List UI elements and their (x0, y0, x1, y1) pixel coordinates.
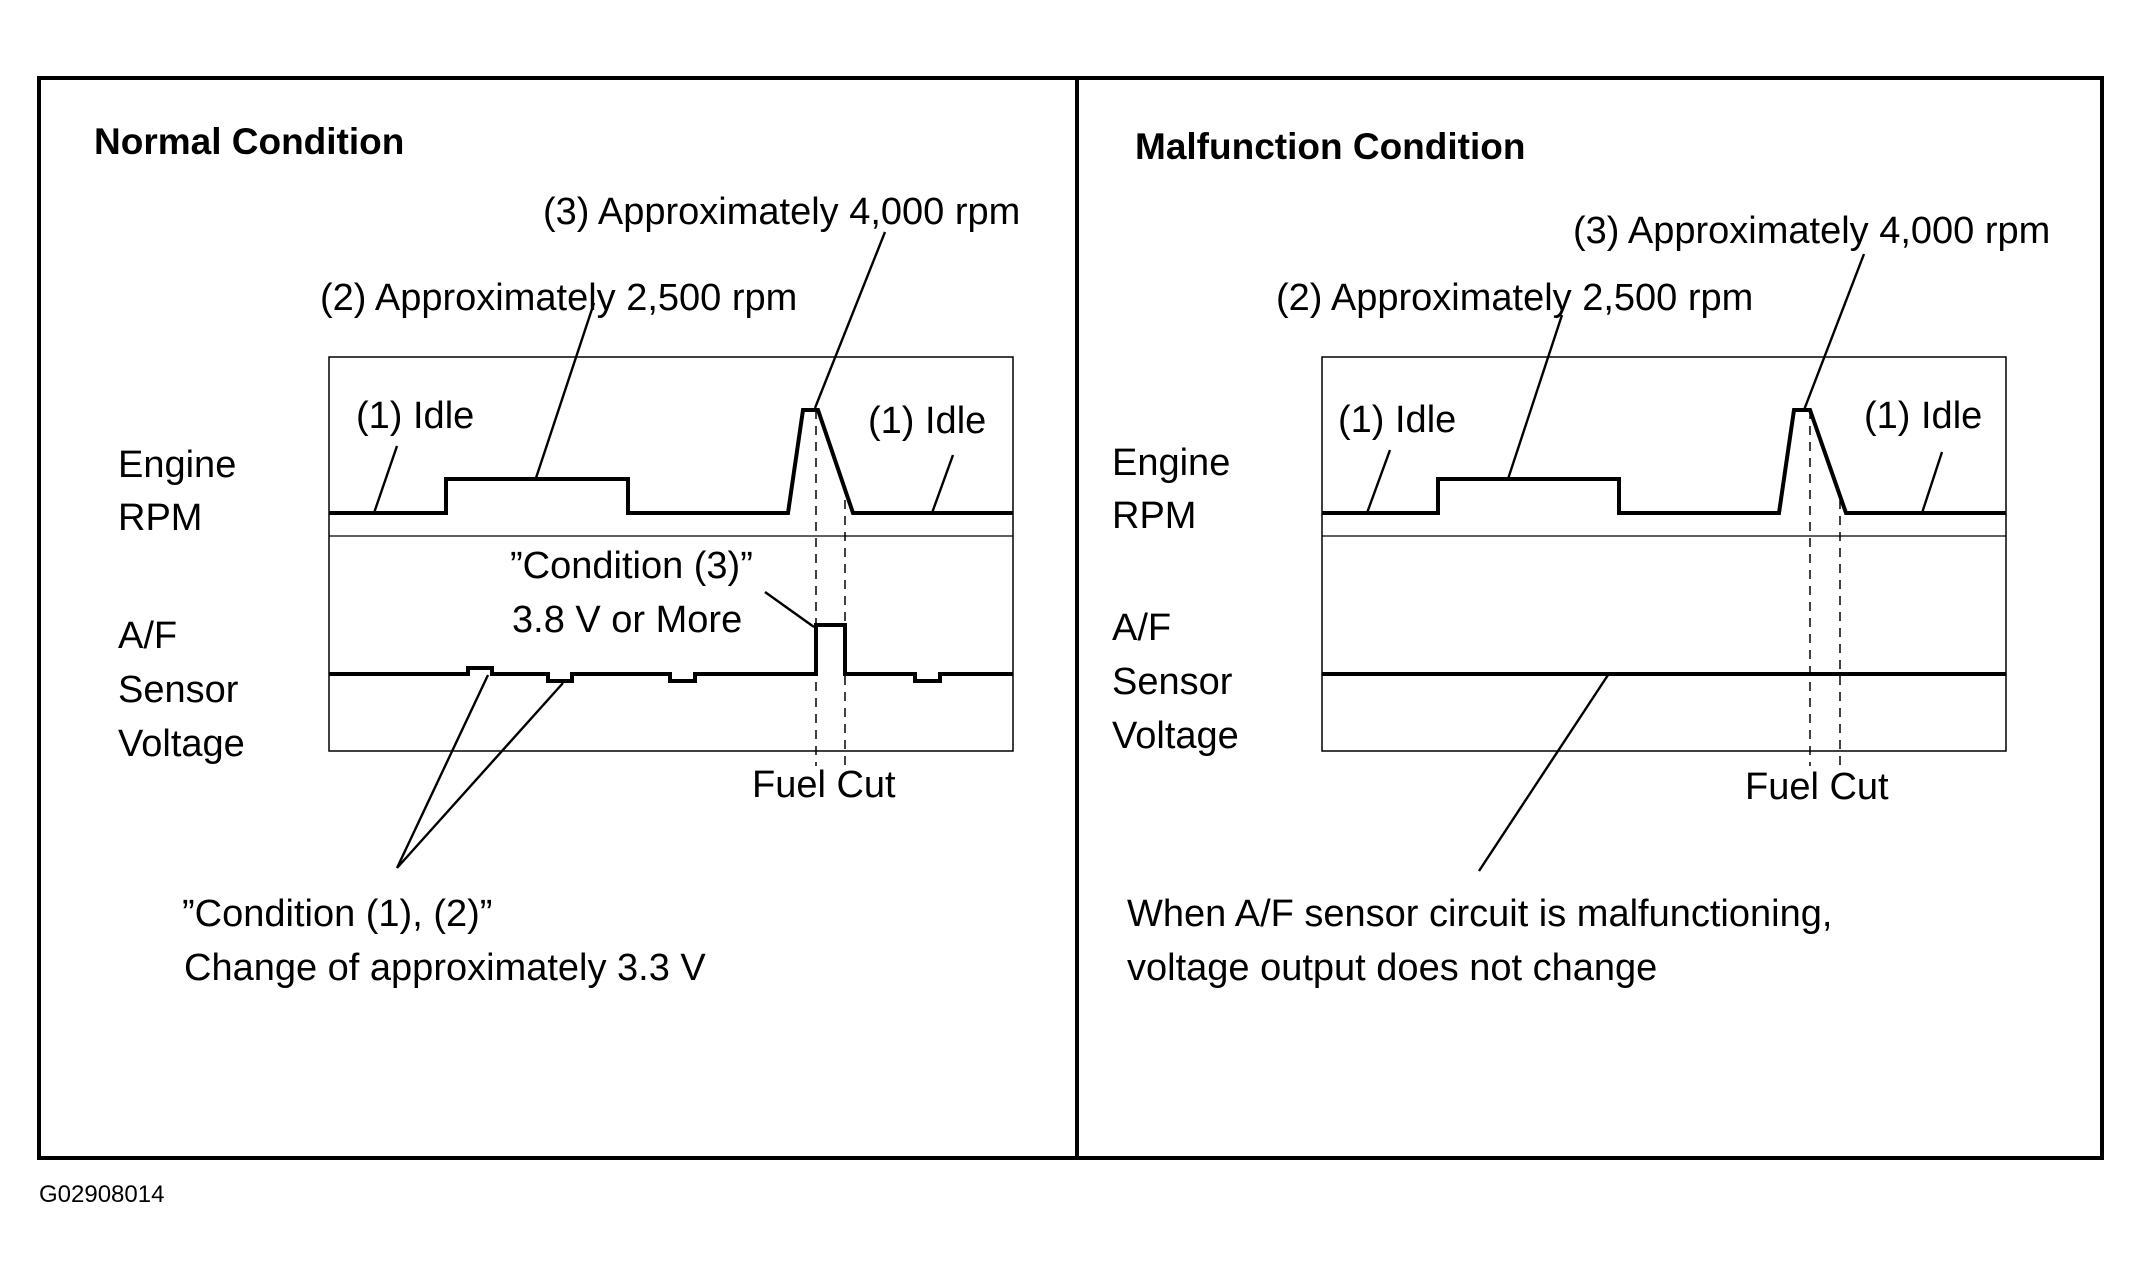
malfunction-af-label-line3: Voltage (1112, 715, 1239, 757)
normal-title: Normal Condition (94, 121, 404, 162)
normal-leader-2500rpm (534, 302, 596, 479)
malfunction-leader-2500rpm (1506, 314, 1564, 480)
normal-label-idle-left: (1) Idle (356, 395, 474, 437)
normal-af-waveform (329, 623, 1013, 683)
malfunction-leader-4000rpm (1802, 253, 1866, 411)
normal-label-2500rpm: (2) Approximately 2,500 rpm (320, 277, 797, 319)
normal-graph-box (328, 356, 1014, 752)
malfunction-label-4000rpm: (3) Approximately 4,000 rpm (1573, 210, 2050, 252)
malfunction-label-2500rpm: (2) Approximately 2,500 rpm (1276, 277, 1753, 319)
malfunction-leader-note (1477, 674, 1610, 872)
malfunction-af-label-line1: A/F (1112, 607, 1171, 649)
malfunction-graph-box (1321, 356, 2007, 752)
malfunction-label-idle-left: (1) Idle (1338, 399, 1456, 441)
normal-af-label-line3: Voltage (118, 723, 245, 765)
malfunction-af-label-line2: Sensor (1112, 661, 1233, 703)
normal-leader-idle-left (372, 445, 399, 514)
normal-leader-condition2 (396, 682, 564, 869)
normal-condition-panel: Normal Condition (3) Approximately 4,000… (94, 121, 1020, 989)
malfunction-title: Malfunction Condition (1135, 126, 1525, 167)
malfunction-engine-label-line1: Engine (1112, 442, 1230, 484)
normal-rpm-waveform (329, 408, 1013, 515)
malfunction-condition-panel: Malfunction Condition (3) Approximately … (1112, 126, 2050, 989)
normal-leader-idle-right (930, 454, 955, 514)
malfunction-engine-label-line2: RPM (1112, 495, 1196, 537)
normal-leader-condition1 (395, 674, 490, 869)
outer-frame (37, 76, 2104, 1160)
malfunction-note-line1: When A/F sensor circuit is malfunctionin… (1127, 893, 1832, 935)
normal-condition12-line2: Change of approximately 3.3 V (184, 947, 706, 989)
normal-engine-label-line1: Engine (118, 444, 236, 486)
normal-condition3-line1: ”Condition (3)” (510, 545, 753, 587)
normal-fuel-cut-label: Fuel Cut (752, 764, 896, 806)
normal-leader-condition3 (764, 591, 815, 628)
malfunction-rpm-waveform (1322, 408, 2006, 515)
figure-code: G02908014 (39, 1181, 164, 1208)
normal-af-label-line1: A/F (118, 615, 177, 657)
normal-label-idle-right: (1) Idle (868, 400, 986, 442)
malfunction-fuel-cut-label: Fuel Cut (1745, 766, 1889, 808)
malfunction-label-idle-right: (1) Idle (1864, 395, 1982, 437)
malfunction-leader-idle-left (1365, 449, 1392, 514)
malfunction-leader-idle-right (1920, 451, 1944, 514)
normal-leader-4000rpm (813, 231, 887, 409)
malfunction-note-line2: voltage output does not change (1127, 947, 1657, 989)
normal-label-4000rpm: (3) Approximately 4,000 rpm (543, 191, 1020, 233)
normal-condition12-line1: ”Condition (1), (2)” (182, 893, 492, 935)
normal-af-label-line2: Sensor (118, 669, 239, 711)
normal-engine-label-line2: RPM (118, 497, 202, 539)
normal-condition3-line2: 3.8 V or More (512, 599, 742, 641)
